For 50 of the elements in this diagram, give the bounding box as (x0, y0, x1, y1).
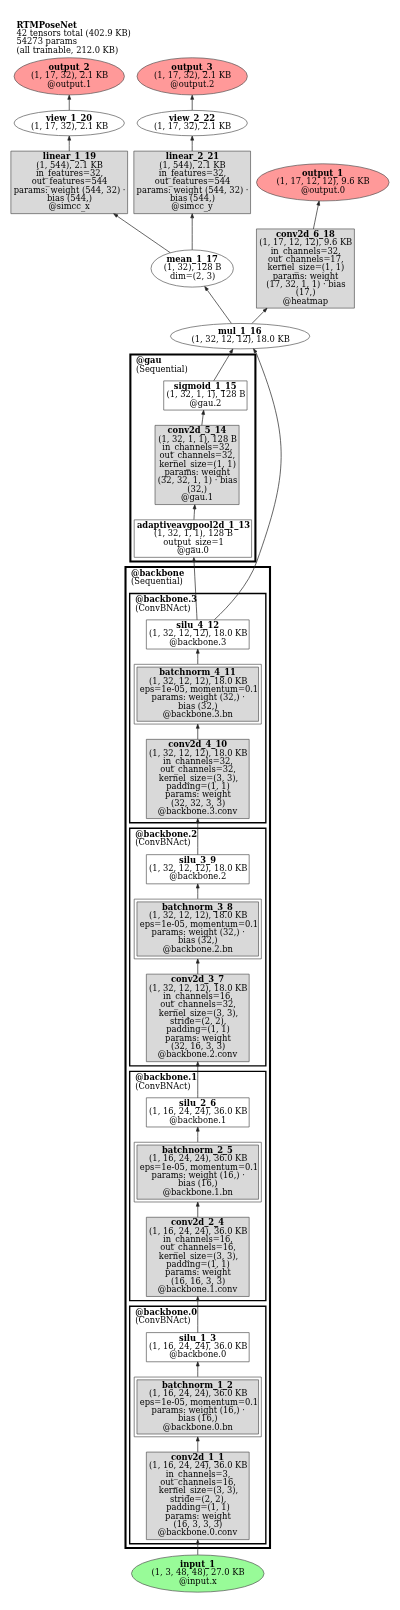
node-box: linear_1_19 (1, 544), 2.1 KB in_features=32, out_features=544 params: weight (544, 32) · bias (544,) @simcc_x (10, 150, 128, 214)
arrow (201, 409, 205, 426)
node-ellipse: input_1 (1, 3, 48, 48), 27.0 KB @input.x (131, 1554, 265, 1592)
arrow (214, 347, 282, 620)
arrow (190, 135, 194, 151)
diagram-title: RTMPoseNet (16, 19, 77, 30)
node-box: silu_4_12 (1, 32, 12, 12), 18.0 KB @backbone.3 (146, 619, 250, 649)
node-ellipse: output_3 (1, 17, 32), 2.1 KB @output.2 (136, 56, 248, 95)
node-box: sigmoid_1_15 (1, 32, 1, 1), 128 B @gau.2 (163, 380, 248, 410)
arrow (213, 348, 234, 381)
arrow (67, 94, 72, 111)
caption: 42 tensors total (402.9 KB) 54273 params (all trainable, 212.0 KB) (16, 27, 131, 55)
node-box: linear_2_21 (1, 544), 2.1 KB in_features=32, out_features=544 params: weight (544, 32) · bias (544,) @simcc_y (133, 150, 251, 214)
node-box: conv2d_4_10 (1, 32, 12, 12), 18.0 KB in_channels=32, out_channels=32, kernel_size=(3, 3), padding=(1, 1) params: weight (32, 32, 3, 3) @backbone.3.conv (146, 738, 250, 819)
arrow (195, 1060, 200, 1098)
node-box: silu_2_6 (1, 16, 24, 24), 36.0 KB @backbone.1 (146, 1096, 250, 1127)
arrow (195, 1360, 200, 1377)
node-ellipse: view_1_20 (1, 17, 32), 2.1 KB (13, 109, 125, 136)
node-ellipse: output_1 (1, 17, 12, 12), 9.6 KB @output.0 (256, 162, 390, 201)
node-ellipse: output_2 (1, 17, 32), 2.1 KB @output.1 (13, 56, 125, 95)
arrow (195, 648, 200, 664)
arrow (195, 1295, 200, 1333)
arrow (190, 212, 194, 250)
node-box: conv2d_5_14 (1, 32, 1, 1), 128 B in_channels=32, out_channels=32, kernel_size=(1, 1) params: weight (32, 32, 1, 1) · bias (32,) @gau.1 (154, 424, 240, 505)
node-box: silu_3_9 (1, 32, 12, 12), 18.0 KB @backbone.2 (146, 853, 250, 884)
node-box: conv2d_3_7 (1, 32, 12, 12), 18.0 KB in_channels=16, out_channels=32, kernel_size=(3, 3), stride=(2, 2), padding=(1, 1) params: weight (32, 16, 3, 3) @backbone.2.conv (146, 973, 250, 1062)
node-box: conv2d_1_1 (1, 16, 24, 24), 36.0 KB in_channels=3, out_channels=16, kernel_size=(3, 3), stride=(2, 2), padding=(1, 1) params: weight (16, 3, 3, 3) @backbone.0.conv (146, 1451, 250, 1540)
arrow (192, 503, 197, 520)
node-box: adaptiveavgpool2d_1_13 (1, 32, 1, 1), 128 B output_size=1 @gau.0 (133, 519, 252, 558)
arrow (192, 556, 198, 620)
node-ellipse: mean_1_17 (1, 32), 128 B dim=(2, 3) (150, 249, 234, 287)
arrow (195, 1436, 200, 1452)
arrow (195, 883, 200, 899)
arrow (195, 723, 200, 740)
node-box: silu_1_3 (1, 16, 24, 24), 36.0 KB @backbone.0 (146, 1331, 250, 1362)
arrow (195, 817, 200, 855)
node-ellipse: view_2_22 (1, 17, 32), 2.1 KB (136, 109, 248, 136)
arrow (313, 200, 321, 229)
arrow (195, 1538, 200, 1555)
arrow (195, 958, 200, 974)
arrow (195, 1201, 200, 1218)
node-box: conv2d_6_18 (1, 17, 12, 12), 9.6 KB in_channels=32, out_channels=17, kernel_size=(1, 1) params: weight (17, 32, 1, 1) · bias (17,) @heatmap (256, 228, 355, 308)
arrow (251, 307, 268, 324)
node-box: conv2d_2_4 (1, 16, 24, 24), 36.0 KB in_channels=16, out_channels=16, kernel_size=(3, 3), padding=(1, 1) params: weight (16, 16, 3, 3) @backbone.1.conv (146, 1216, 250, 1297)
node-ellipse: mul_1_16 (1, 32, 12, 12), 18.0 KB (170, 322, 311, 349)
arrow (190, 94, 194, 111)
arrow (195, 1126, 200, 1142)
arrow (113, 212, 171, 253)
arrow (67, 135, 72, 151)
arrow (204, 285, 232, 324)
